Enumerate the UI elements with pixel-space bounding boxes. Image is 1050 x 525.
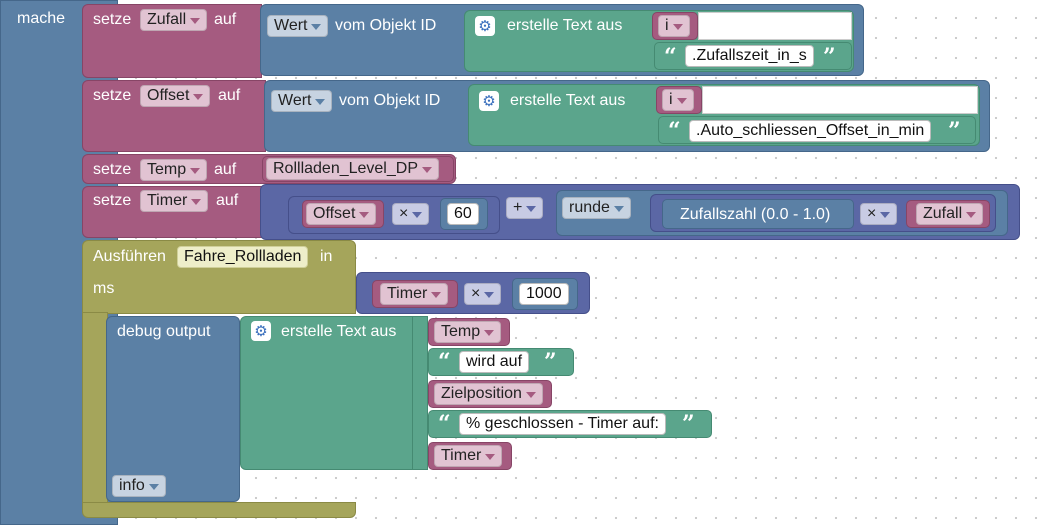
auf-label: auf (214, 161, 237, 178)
variable-dropdown-temp[interactable]: Temp (140, 159, 208, 181)
setze-label: setze (93, 87, 132, 104)
quote-open-icon: “ (664, 44, 677, 70)
ms-label: ms (93, 280, 115, 297)
empty-input-slot (698, 12, 852, 40)
quote-open-icon: “ (668, 118, 681, 144)
gear-icon[interactable]: ⚙ (475, 16, 495, 36)
text-field-offset[interactable]: .Auto_schliessen_Offset_in_min (689, 120, 932, 142)
auf-label: auf (214, 11, 237, 28)
mache-label: mache (17, 10, 66, 27)
text-field-wird-auf[interactable]: wird auf (459, 351, 530, 373)
operator-dropdown-multiply[interactable]: × (392, 203, 430, 225)
runde-dropdown[interactable]: runde (562, 197, 631, 219)
wert-dropdown[interactable]: Wert (267, 15, 329, 37)
operator-dropdown-multiply[interactable]: × (860, 203, 898, 225)
variable-dropdown-timer[interactable]: Timer (140, 190, 209, 212)
random-number-block[interactable] (662, 199, 854, 229)
quote-open-icon: “ (438, 349, 451, 375)
variable-dropdown-zufall[interactable]: Zufall (140, 9, 208, 31)
setze-label: setze (93, 192, 132, 209)
number-field-60[interactable]: 60 (447, 203, 479, 225)
quote-close-icon: ” (948, 118, 961, 144)
operator-dropdown-multiply[interactable]: × (464, 283, 502, 305)
debug-output-label: debug output (117, 323, 211, 340)
quote-close-icon: ” (823, 44, 836, 70)
text-field-zufallszeit[interactable]: .Zufallszeit_in_s (685, 45, 814, 67)
erstelle-text-block-tail[interactable] (412, 316, 428, 470)
empty-input-slot (702, 86, 978, 114)
wert-dropdown[interactable]: Wert (271, 90, 333, 112)
debug-output-block[interactable] (106, 316, 240, 502)
ausfuehren-label: Ausführen (93, 248, 166, 265)
variable-dropdown-offset[interactable]: Offset (306, 203, 377, 225)
erstelle-text-label: erstelle Text aus (281, 323, 397, 340)
vom-objekt-id-label: vom Objekt ID (335, 17, 437, 34)
in-label: in (320, 248, 333, 265)
function-name-field[interactable]: Fahre_Rollladen (177, 246, 309, 268)
variable-dropdown-i[interactable]: i (662, 89, 694, 111)
auf-label: auf (218, 87, 241, 104)
setze-label: setze (93, 161, 132, 178)
variable-dropdown-temp[interactable]: Temp (434, 321, 502, 343)
variable-dropdown-timer[interactable]: Timer (380, 283, 449, 305)
erstelle-text-block[interactable] (240, 316, 426, 470)
gear-icon[interactable]: ⚙ (479, 91, 499, 111)
variable-dropdown-zufall[interactable]: Zufall (916, 203, 984, 225)
quote-close-icon: ” (544, 349, 557, 375)
erstelle-text-label: erstelle Text aus (507, 17, 623, 34)
number-field-1000[interactable]: 1000 (519, 283, 569, 305)
auf-label: auf (216, 192, 239, 209)
text-field-geschlossen-timer[interactable]: % geschlossen - Timer auf: (459, 413, 666, 435)
vom-objekt-id-label: vom Objekt ID (339, 92, 441, 109)
variable-dropdown-i[interactable]: i (658, 15, 690, 37)
random-number-label: Zufallszahl (0.0 - 1.0) (680, 206, 831, 223)
quote-open-icon: “ (438, 411, 451, 437)
quote-close-icon: ” (682, 411, 695, 437)
variable-dropdown-rollladen-level[interactable]: Rollladen_Level_DP (266, 158, 439, 180)
variable-dropdown-zielposition[interactable]: Zielposition (434, 383, 543, 405)
debug-level-dropdown[interactable]: info (112, 475, 166, 497)
erstelle-text-label: erstelle Text aus (510, 92, 626, 109)
variable-dropdown-offset[interactable]: Offset (140, 85, 211, 107)
gear-icon[interactable]: ⚙ (251, 321, 271, 341)
ausfuehren-block-bottom[interactable] (82, 502, 356, 518)
ausfuehren-block-side[interactable] (82, 312, 108, 504)
variable-dropdown-timer[interactable]: Timer (434, 445, 503, 467)
operator-dropdown-plus[interactable]: + (506, 197, 544, 219)
setze-label: setze (93, 11, 132, 28)
